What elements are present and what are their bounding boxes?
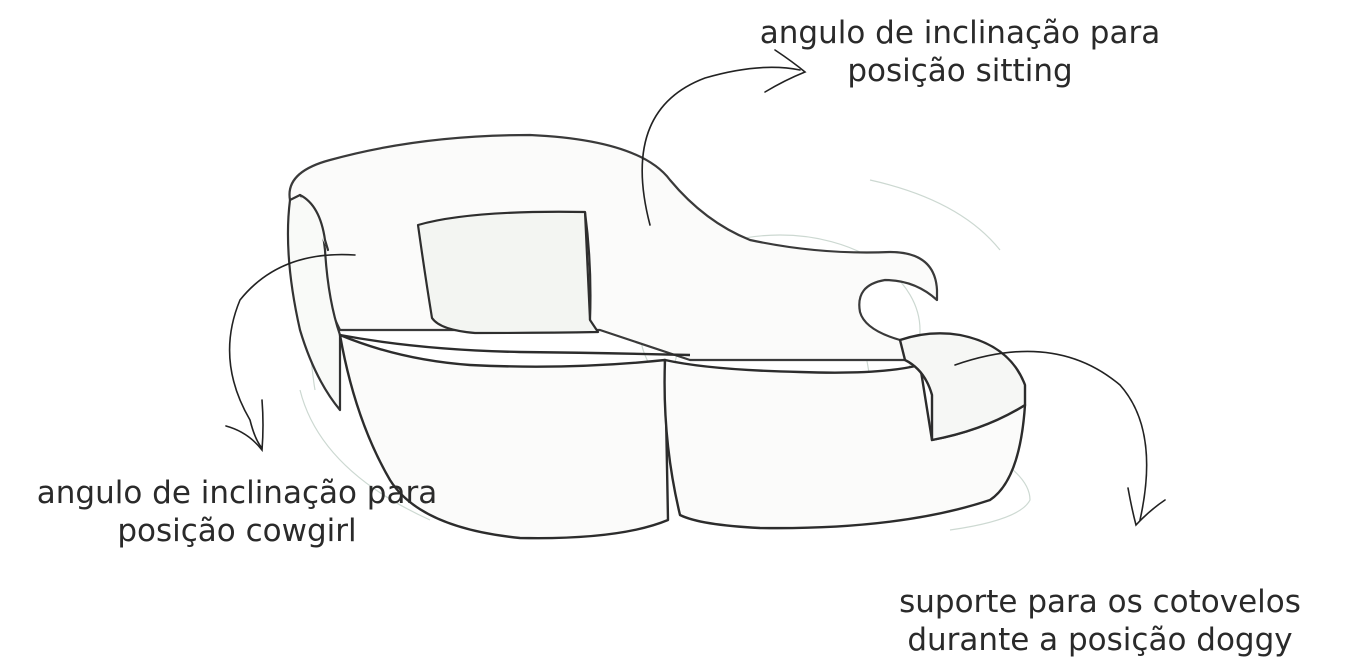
furniture-right-front <box>663 358 1027 530</box>
furniture-upper-body <box>288 133 939 362</box>
annotation-doggy-line1: suporte para os cotovelos <box>899 584 1301 620</box>
furniture-seat-opening <box>416 210 600 335</box>
annotation-arrows <box>225 49 1166 527</box>
furniture-left-side <box>286 193 342 412</box>
furniture-left-front <box>338 333 691 540</box>
annotation-cowgirl-line2: posição cowgirl <box>117 513 357 549</box>
annotation-doggy-line2: durante a posição doggy <box>907 622 1293 658</box>
furniture-elbow-support <box>898 332 1027 442</box>
annotation-cowgirl-line1: angulo de inclinação para <box>36 475 438 511</box>
annotation-sitting-line2: posição sitting <box>847 53 1073 89</box>
arrow-doggy <box>954 350 1166 527</box>
annotation-sitting-line1: angulo de inclinação para <box>759 15 1161 51</box>
arrow-sitting <box>641 49 807 226</box>
annotation-sitting: angulo de inclinação para posição sittin… <box>700 14 1220 90</box>
arrow-cowgirl <box>225 253 356 453</box>
annotation-doggy: suporte para os cotovelos durante a posi… <box>860 583 1340 659</box>
annotation-cowgirl: angulo de inclinação para posição cowgir… <box>0 474 474 550</box>
